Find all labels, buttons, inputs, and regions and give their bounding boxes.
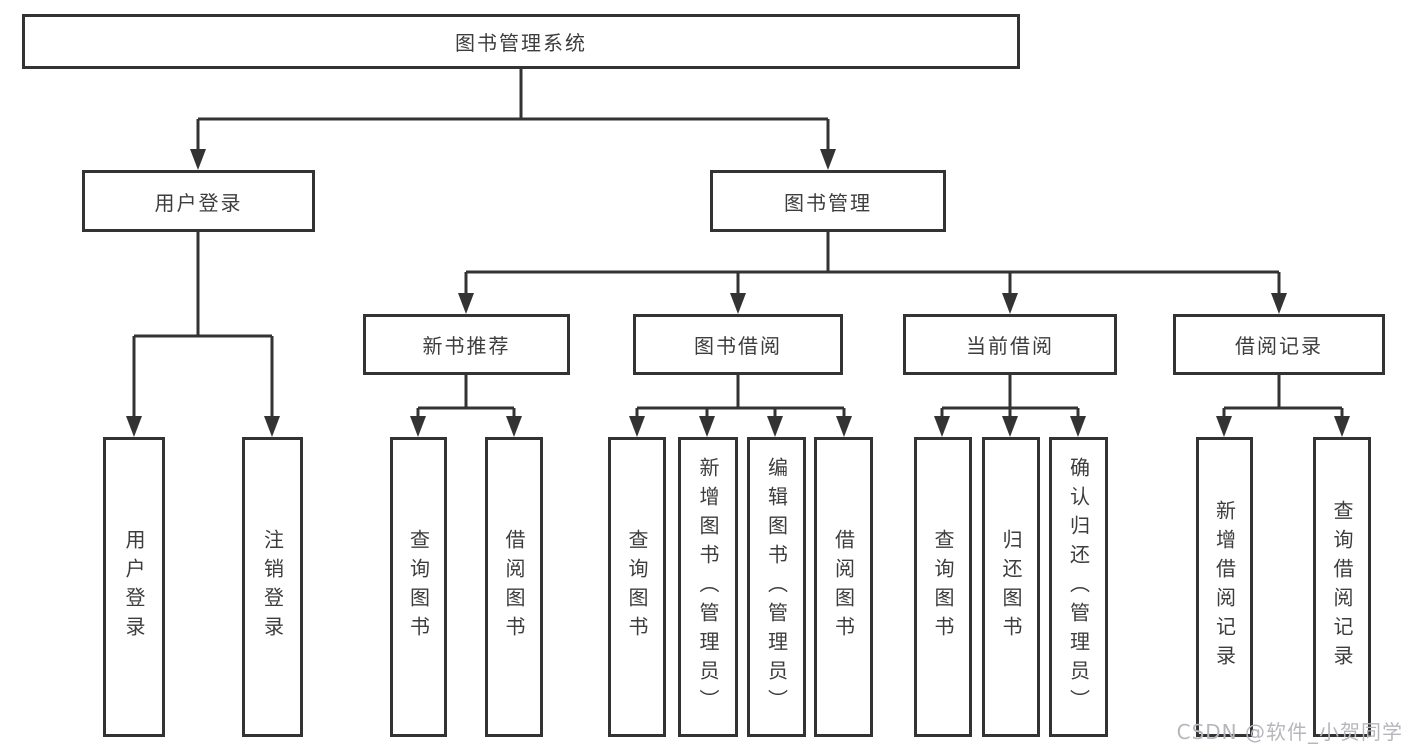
arrow-down-icon [126,416,142,437]
arrow-down-icon [1002,293,1018,314]
leaf-query-books-recommend: 查询图书 [390,437,447,737]
arrow-down-icon [629,416,645,437]
arrow-down-icon [767,416,783,437]
arrow-down-icon [410,416,426,437]
arrow-down-icon [264,416,280,437]
arrow-down-icon [820,149,836,170]
arrow-down-icon [1334,416,1350,437]
node-borrowing-records: 借阅记录 [1173,314,1385,375]
arrow-down-icon [458,293,474,314]
arrow-down-icon [730,293,746,314]
leaf-edit-book-admin: 编辑图书（管理员） [747,437,806,737]
arrow-down-icon [1002,416,1018,437]
arrow-down-icon [506,416,522,437]
node-library-management-system: 图书管理系统 [22,14,1020,69]
leaf-borrow-books-recommend: 借阅图书 [485,437,543,737]
arrow-down-icon [1271,293,1287,314]
node-user-login: 用户登录 [82,170,315,232]
csdn-watermark: CSDN @软件_小贺同学 [1176,720,1403,744]
leaf-user-login: 用户登录 [103,437,165,737]
leaf-confirm-return-admin: 确认归还（管理员） [1049,437,1108,737]
leaf-borrow-books-borrowing: 借阅图书 [814,437,873,737]
node-current-borrowing: 当前借阅 [903,314,1117,375]
leaf-query-books-borrowing: 查询图书 [608,437,666,737]
arrow-down-icon [836,416,852,437]
node-new-book-recommendation: 新书推荐 [363,314,570,375]
arrow-down-icon [190,149,206,170]
leaf-query-books-current: 查询图书 [914,437,972,737]
leaf-add-book-admin: 新增图书（管理员） [678,437,738,737]
arrow-down-icon [1070,416,1086,437]
arrow-down-icon [934,416,950,437]
leaf-query-borrow-record: 查询借阅记录 [1313,437,1371,737]
arrow-down-icon [699,416,715,437]
node-book-management: 图书管理 [710,170,946,232]
node-book-borrowing: 图书借阅 [633,314,843,375]
arrow-down-icon [1216,416,1232,437]
leaf-return-book: 归还图书 [982,437,1040,737]
leaf-add-borrow-record: 新增借阅记录 [1196,437,1253,737]
leaf-logout: 注销登录 [242,437,303,737]
